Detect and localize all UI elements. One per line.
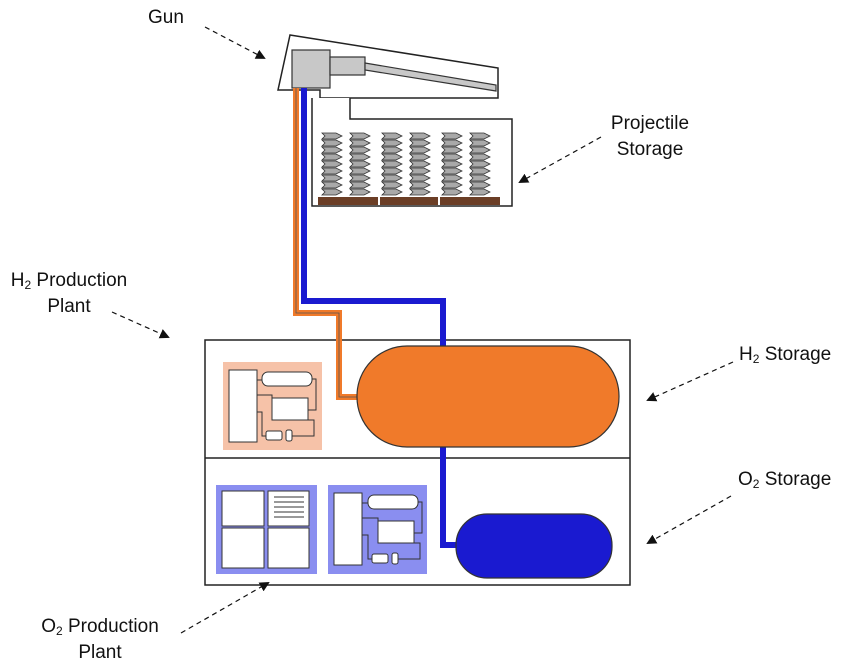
o2-production-unit-1 <box>216 485 317 574</box>
gun-leader-arrow <box>204 26 266 59</box>
gun-breech <box>291 49 331 89</box>
gun-chamber <box>329 56 366 76</box>
hydrogen-pipe-outline <box>295 88 365 398</box>
h2-production-plant-label: H2 Production Plant <box>10 270 128 317</box>
o2-storage-tank <box>455 513 613 579</box>
o2-production-unit-2 <box>328 485 427 574</box>
h2-storage-tank <box>356 345 620 448</box>
gun <box>277 34 499 110</box>
oxygen-pipe-lower <box>440 446 460 548</box>
projectile-storage-label: Projectile Storage <box>600 111 700 163</box>
o2-storage-label: O2 Storage <box>738 469 832 491</box>
gun-barrel <box>364 62 497 92</box>
h2-storage-leader-arrow <box>646 361 734 402</box>
h2-production-leader-arrow <box>111 311 170 339</box>
projectile-storage-label-line2: Storage <box>616 139 684 160</box>
projectile-storage-leader-arrow <box>518 136 602 183</box>
o2-production-leader-arrow <box>180 582 270 634</box>
storage-pallet <box>380 197 438 205</box>
h2-production-unit <box>223 362 322 450</box>
o2-storage-leader-arrow <box>646 495 732 544</box>
oxygen-pipe-upper <box>301 88 446 346</box>
gun-label: Gun <box>148 7 184 28</box>
projectile-storage <box>311 98 513 207</box>
o2-production-plant-label: O2 Production Plant <box>41 616 159 663</box>
h2-storage-label: H2 Storage <box>739 344 832 366</box>
storage-pallet <box>440 197 500 205</box>
projectile-storage-label-line1: Projectile <box>610 113 690 134</box>
storage-pallet <box>318 197 378 205</box>
